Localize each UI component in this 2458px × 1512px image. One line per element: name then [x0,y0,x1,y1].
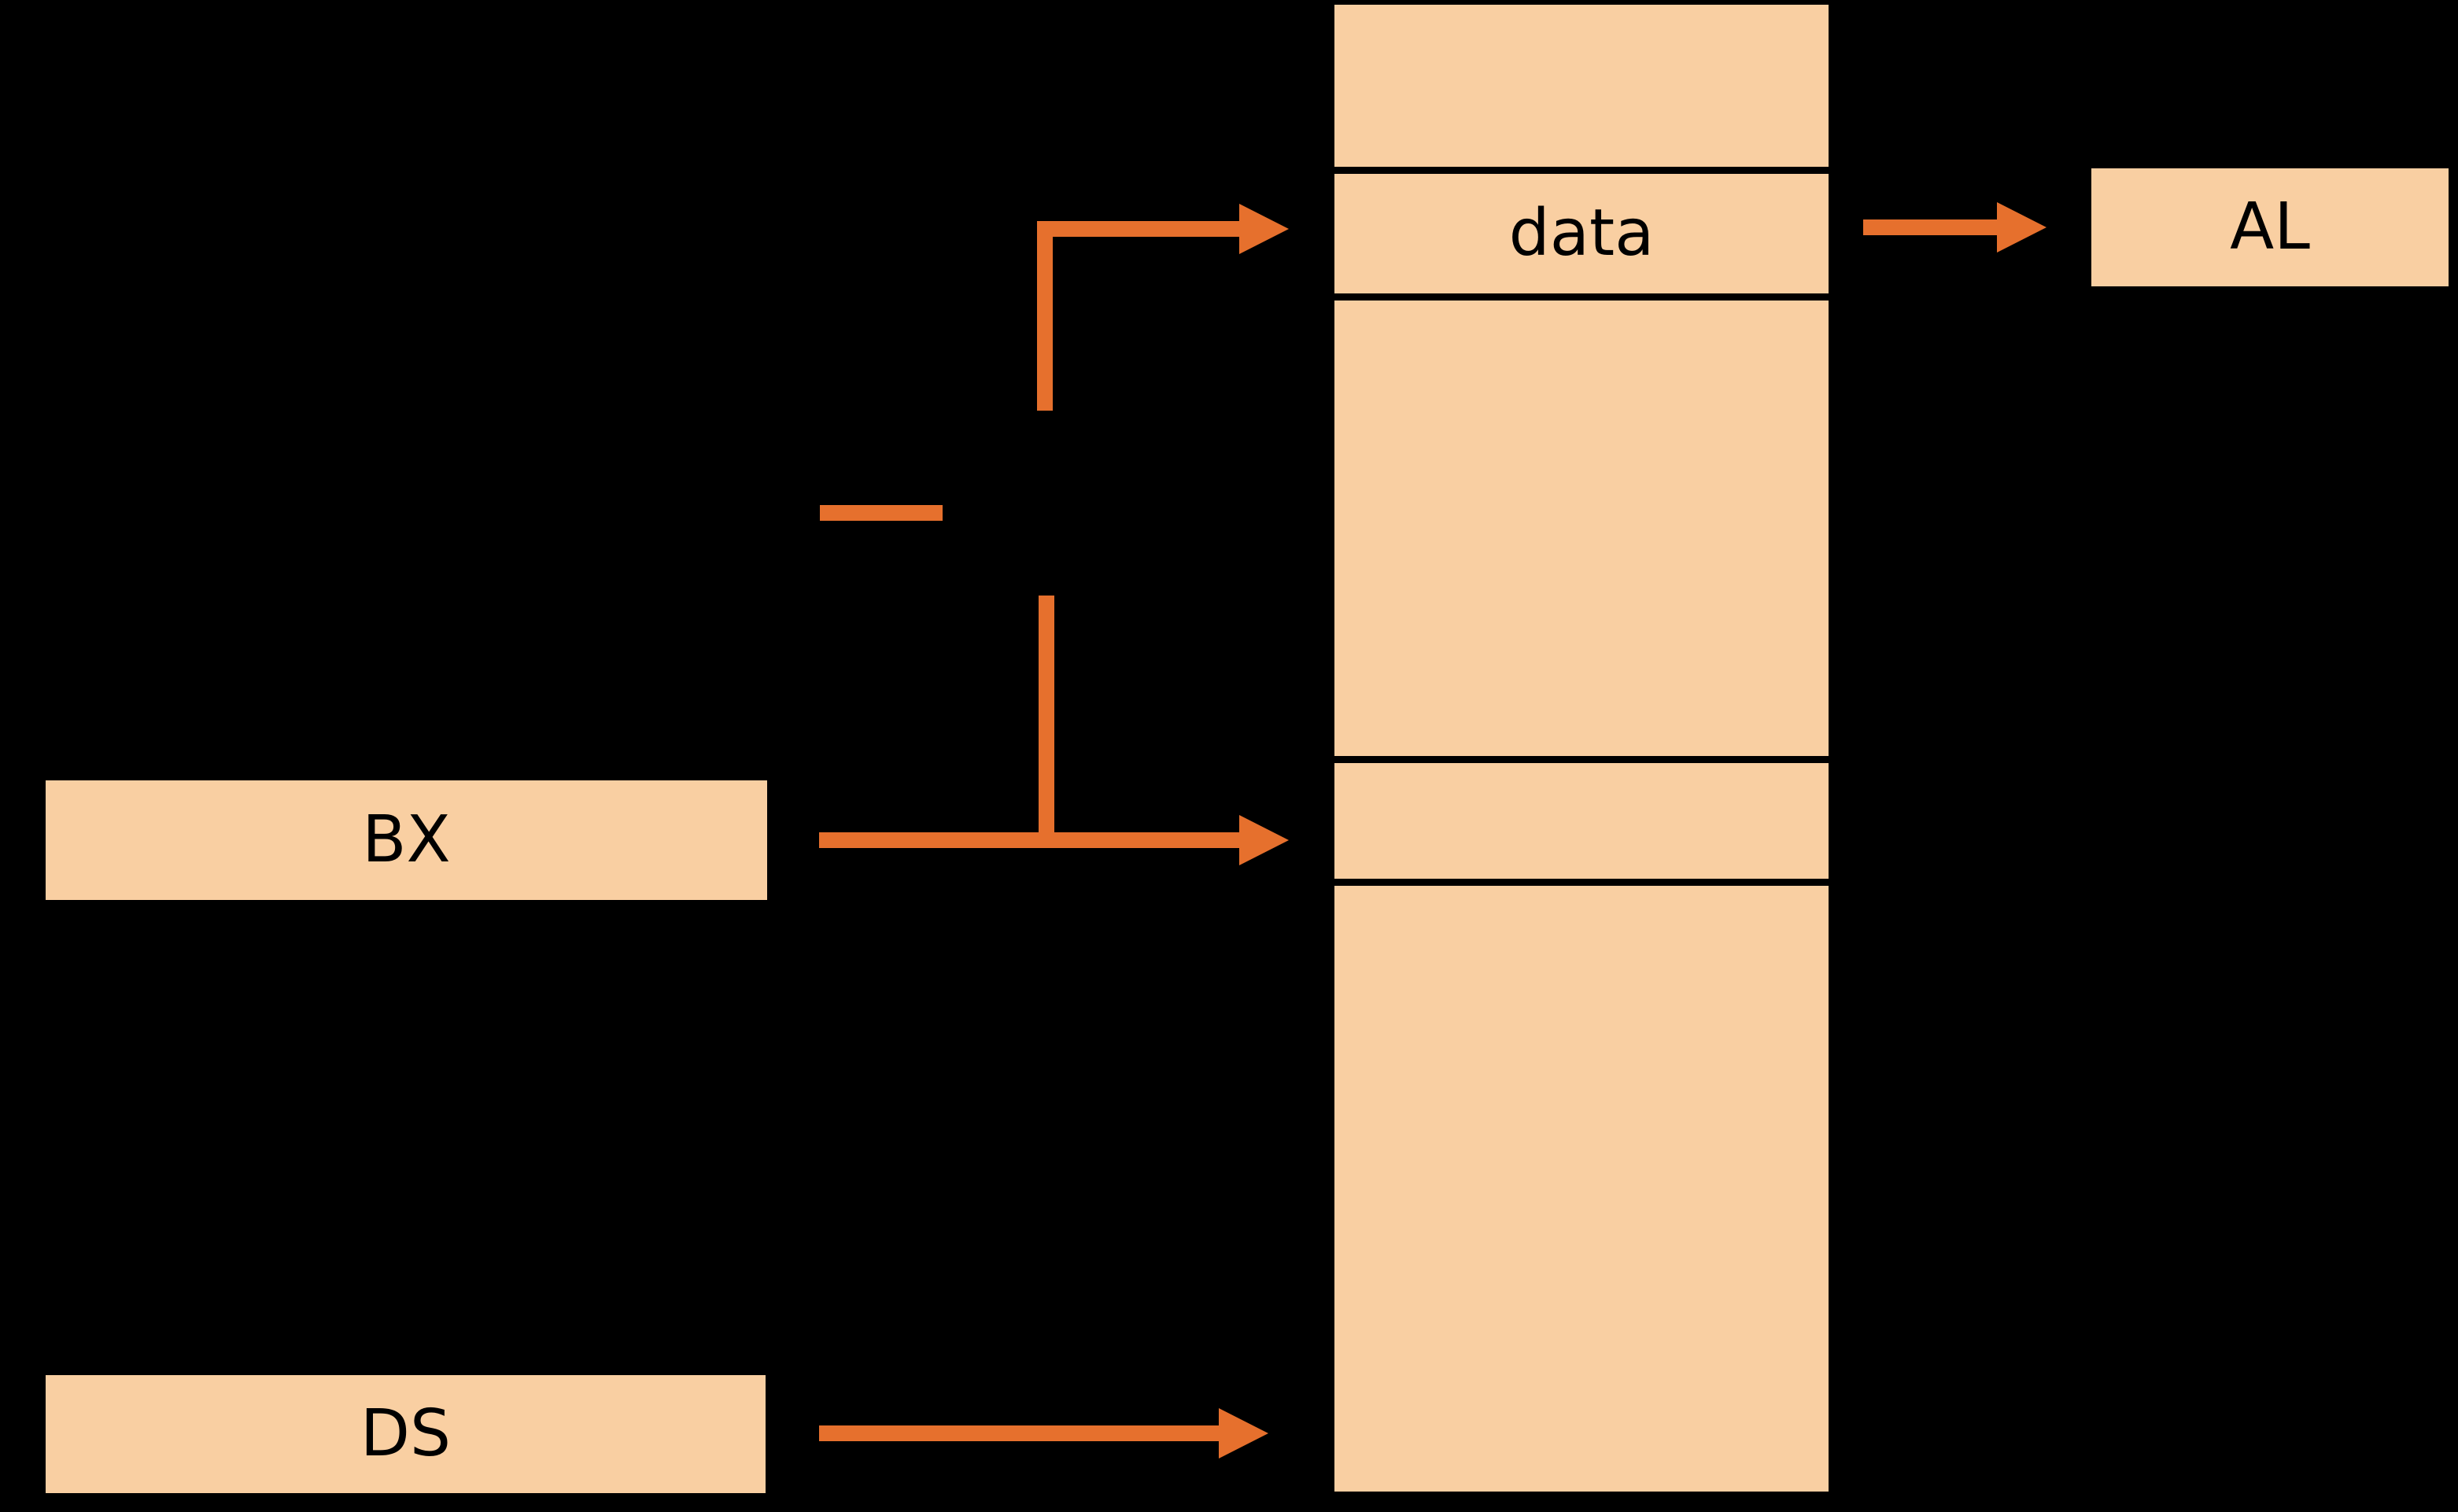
bx-register-box: BX [46,780,767,900]
bx-to-memory-arrowhead-icon [1239,815,1289,865]
data-arrow-vertical-upper-segment [1037,222,1053,411]
data-arrow-vertical-lower-segment [1039,596,1054,848]
ds-to-memory-arrow-shaft [819,1425,1219,1441]
memory-to-al-arrowhead-icon [1997,202,2046,253]
bx-register-label: BX [362,802,451,877]
data-arrowhead-icon [1239,204,1289,254]
al-register-box: AL [2091,168,2449,286]
memory-column: data [1334,5,1829,1492]
memory-row-divider [1334,879,1829,886]
ds-to-memory-arrowhead-icon [1219,1408,1268,1459]
memory-row-divider [1334,293,1829,301]
memory-row-divider [1334,167,1829,174]
ds-register-box: DS [46,1375,766,1493]
data-arrow-shaft [1037,221,1239,237]
memory-row-divider [1334,756,1829,763]
memory-to-al-arrow-shaft [1863,219,1997,235]
dash-line-segment [820,505,943,521]
ds-register-label: DS [360,1396,452,1471]
bx-to-memory-arrow-shaft [819,832,1239,848]
memory-data-cell-label: data [1508,196,1655,271]
al-register-label: AL [2230,190,2310,264]
